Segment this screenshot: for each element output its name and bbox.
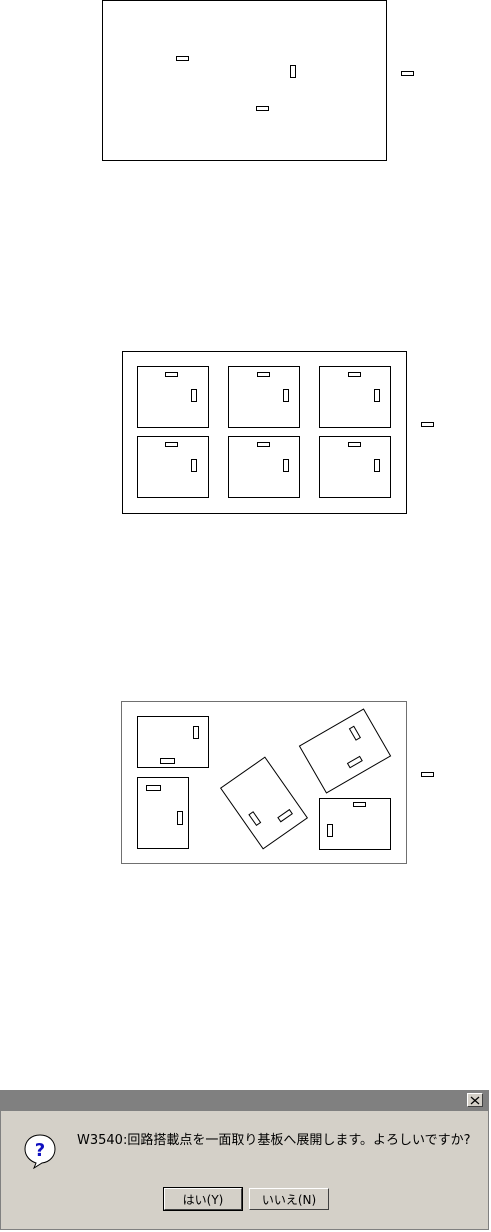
dialog-message: W3540:回路搭載点を一面取り基板へ展開します。よろしいですか? (77, 1133, 477, 1149)
single-board-diagram (0, 0, 491, 1080)
fiducial-pad (402, 72, 414, 76)
confirm-dialog: ? W3540:回路搭載点を一面取り基板へ展開します。よろしいですか? はい(Y… (0, 1090, 489, 1230)
dialog-titlebar (1, 1091, 488, 1111)
component-pad (257, 107, 269, 111)
close-button[interactable] (467, 1093, 483, 1107)
no-button[interactable]: いいえ(N) (249, 1188, 329, 1210)
free-placement-board (122, 702, 434, 864)
yes-button[interactable]: はい(Y) (164, 1188, 242, 1210)
panel-grid-board (123, 352, 434, 514)
close-icon (470, 1096, 480, 1105)
component-pad (177, 57, 189, 61)
svg-text:?: ? (35, 1140, 45, 1161)
component-pad (291, 66, 296, 78)
single-board (103, 1, 414, 161)
question-icon: ? (23, 1133, 57, 1169)
